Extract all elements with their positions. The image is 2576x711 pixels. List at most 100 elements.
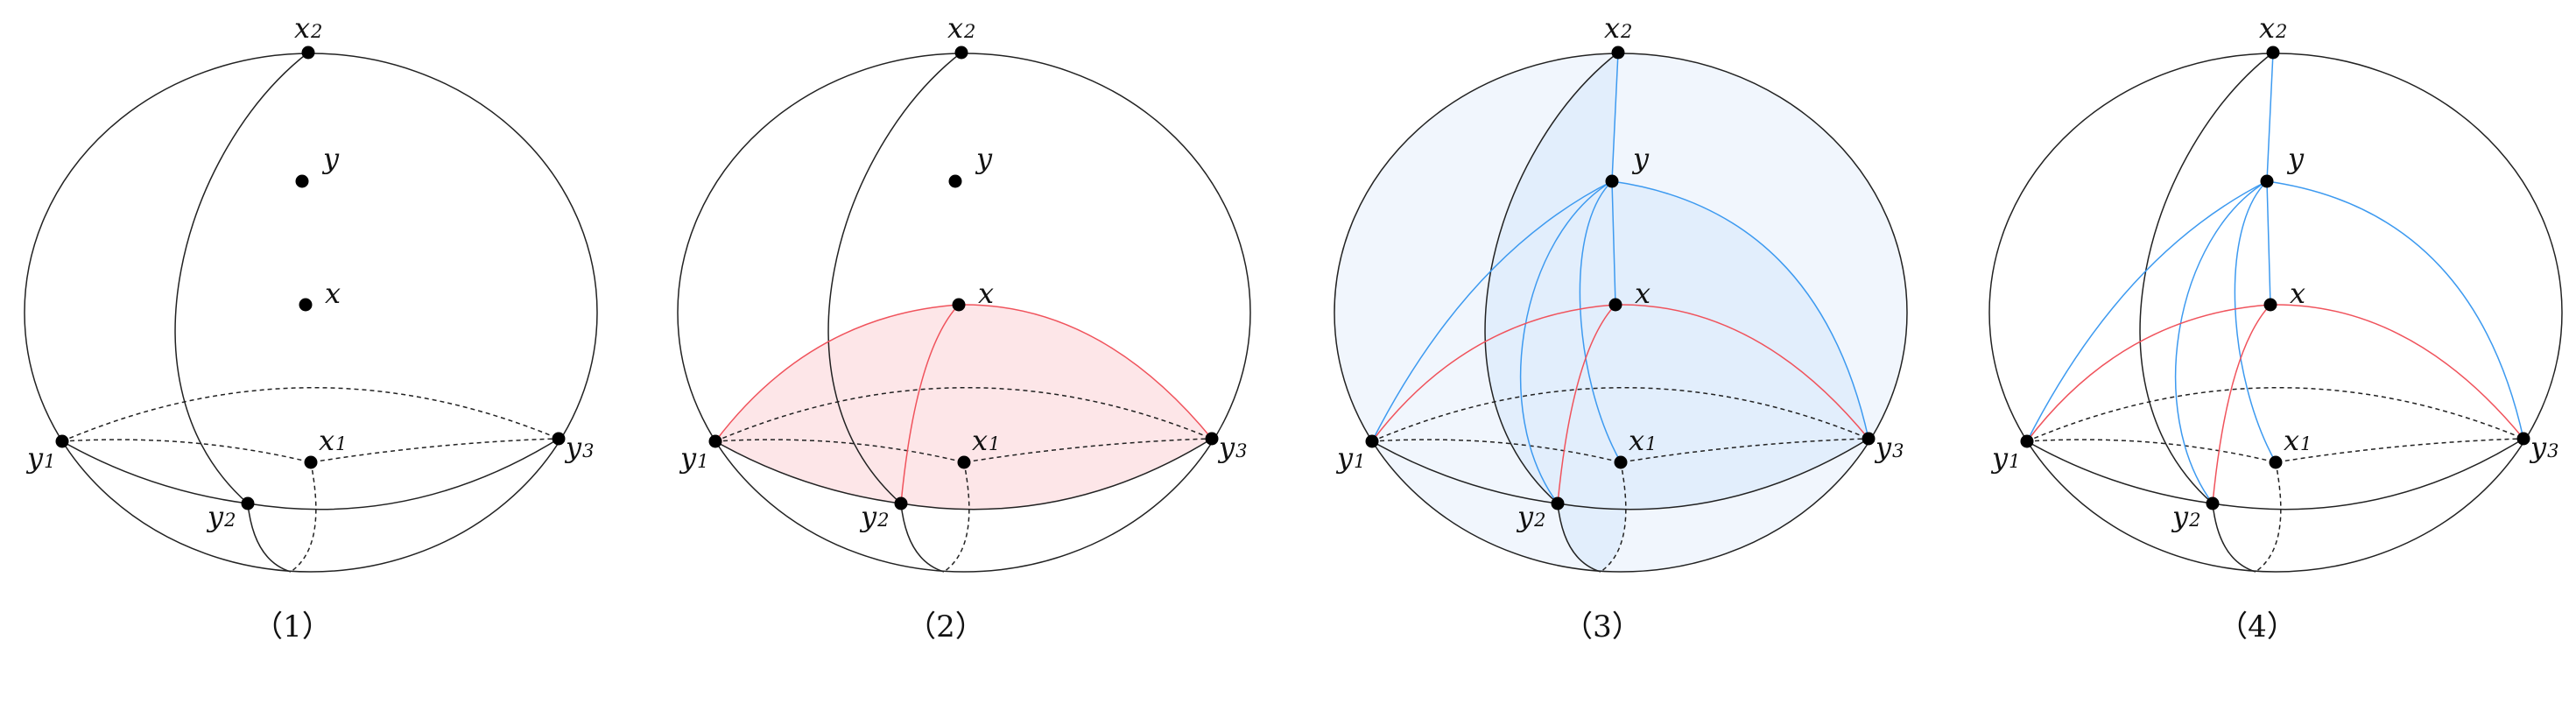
caption-1: （1） [253, 609, 332, 644]
point-y [948, 174, 962, 188]
label-y3: y3 [1874, 431, 1904, 464]
caption-2: （2） [906, 609, 985, 644]
red-x-y3 [2270, 304, 2524, 440]
blue-y-y2 [1519, 180, 1613, 504]
label-base: y [1874, 431, 1892, 464]
label-X2: x2 [1604, 11, 1632, 45]
blue-y-x [1611, 180, 1616, 306]
hidden-x1-bottom [1600, 461, 1627, 573]
front-equator [2026, 438, 2524, 510]
blue-y-x [2266, 180, 2271, 306]
label-y2: y2 [859, 500, 889, 533]
label-subscript: 1 [2300, 433, 2312, 454]
point-x [2263, 298, 2277, 312]
blue-y-x1 [1579, 180, 1622, 463]
red-x-y2 [2212, 304, 2271, 504]
hidden-y1-x1-y3 [2026, 438, 2524, 463]
label-base: y [2286, 142, 2305, 175]
label-y2: y2 [2171, 500, 2200, 533]
label-base: y [564, 431, 582, 464]
point-X2 [301, 46, 315, 60]
meridian-y2-bottom [247, 503, 292, 573]
label-x1: x1 [972, 424, 1000, 457]
label-subscript: 2 [876, 510, 889, 531]
point-y1 [708, 434, 722, 448]
label-subscript: 2 [223, 510, 236, 531]
label-base: y [1516, 500, 1534, 533]
caption-4: （4） [2218, 609, 2297, 644]
label-x: x [978, 277, 994, 310]
label-base: y [679, 441, 697, 475]
point-x [1608, 298, 1622, 312]
label-x: x [2290, 277, 2305, 310]
meridian-x2-y2 [174, 52, 309, 504]
point-y3 [552, 432, 566, 446]
hidden-back-equator [2026, 387, 2524, 442]
hidden-y1-x1-y3 [61, 438, 560, 463]
meridian-x2-y2 [827, 52, 962, 504]
blue-y-x1 [2234, 180, 2277, 463]
label-y: y [1631, 142, 1650, 175]
label-base: y [1990, 441, 2009, 475]
label-x1: x1 [1629, 424, 1657, 457]
label-X2: x2 [294, 11, 322, 45]
point-x [299, 298, 313, 312]
point-x1 [2269, 455, 2283, 469]
label-base: x [1635, 277, 1650, 310]
label-base: y [1631, 142, 1650, 175]
point-y2 [241, 496, 255, 510]
point-x1 [1614, 455, 1628, 469]
label-y: y [321, 142, 340, 175]
label-subscript: 2 [310, 21, 322, 42]
blue-x2-y [1611, 52, 1619, 182]
point-y2 [2206, 496, 2220, 510]
label-base: y [1335, 441, 1354, 475]
blue-region-lobe [1558, 462, 1626, 572]
label-y3: y3 [1217, 431, 1247, 464]
label-x: x [1635, 277, 1650, 310]
label-y: y [2286, 142, 2305, 175]
point-y2 [1551, 496, 1565, 510]
label-base: y [2529, 431, 2547, 464]
point-y3 [1862, 432, 1876, 446]
front-equator [714, 438, 1213, 510]
meridian-y2-bottom [2212, 503, 2256, 573]
sphere-outline [24, 53, 598, 573]
red-region [715, 304, 1212, 510]
label-base: x [947, 11, 963, 45]
point-y1 [1365, 434, 1379, 448]
label-base: x [2259, 11, 2275, 45]
label-base: x [1604, 11, 1620, 45]
red-x-y1 [714, 304, 960, 442]
label-base: x [294, 11, 310, 45]
label-base: x [325, 277, 341, 310]
hidden-y1-x1-y3 [714, 438, 1213, 463]
blue-y-y3 [1611, 180, 1869, 440]
label-subscript: 1 [1354, 451, 1365, 472]
label-subscript: 2 [1620, 21, 1632, 42]
label-subscript: 3 [1235, 440, 1247, 461]
red-x-y3 [958, 304, 1213, 440]
label-y2: y2 [1516, 500, 1545, 533]
point-y [2260, 174, 2274, 188]
point-y [1605, 174, 1619, 188]
hidden-back-equator [1371, 387, 1869, 442]
front-equator [61, 438, 560, 510]
hidden-x1-bottom [290, 461, 317, 573]
point-X2 [954, 46, 968, 60]
label-y1: y1 [25, 441, 55, 475]
label-base: x [1629, 424, 1644, 457]
blue-x2-y [2266, 52, 2274, 182]
blue-y-y1 [2026, 180, 2268, 442]
point-y2 [894, 496, 908, 510]
label-base: y [321, 142, 340, 175]
red-x-y2 [1557, 304, 1616, 504]
label-subscript: 3 [1892, 440, 1904, 461]
label-base: y [2171, 500, 2189, 533]
label-X2: x2 [2259, 11, 2287, 45]
label-y2: y2 [206, 500, 236, 533]
